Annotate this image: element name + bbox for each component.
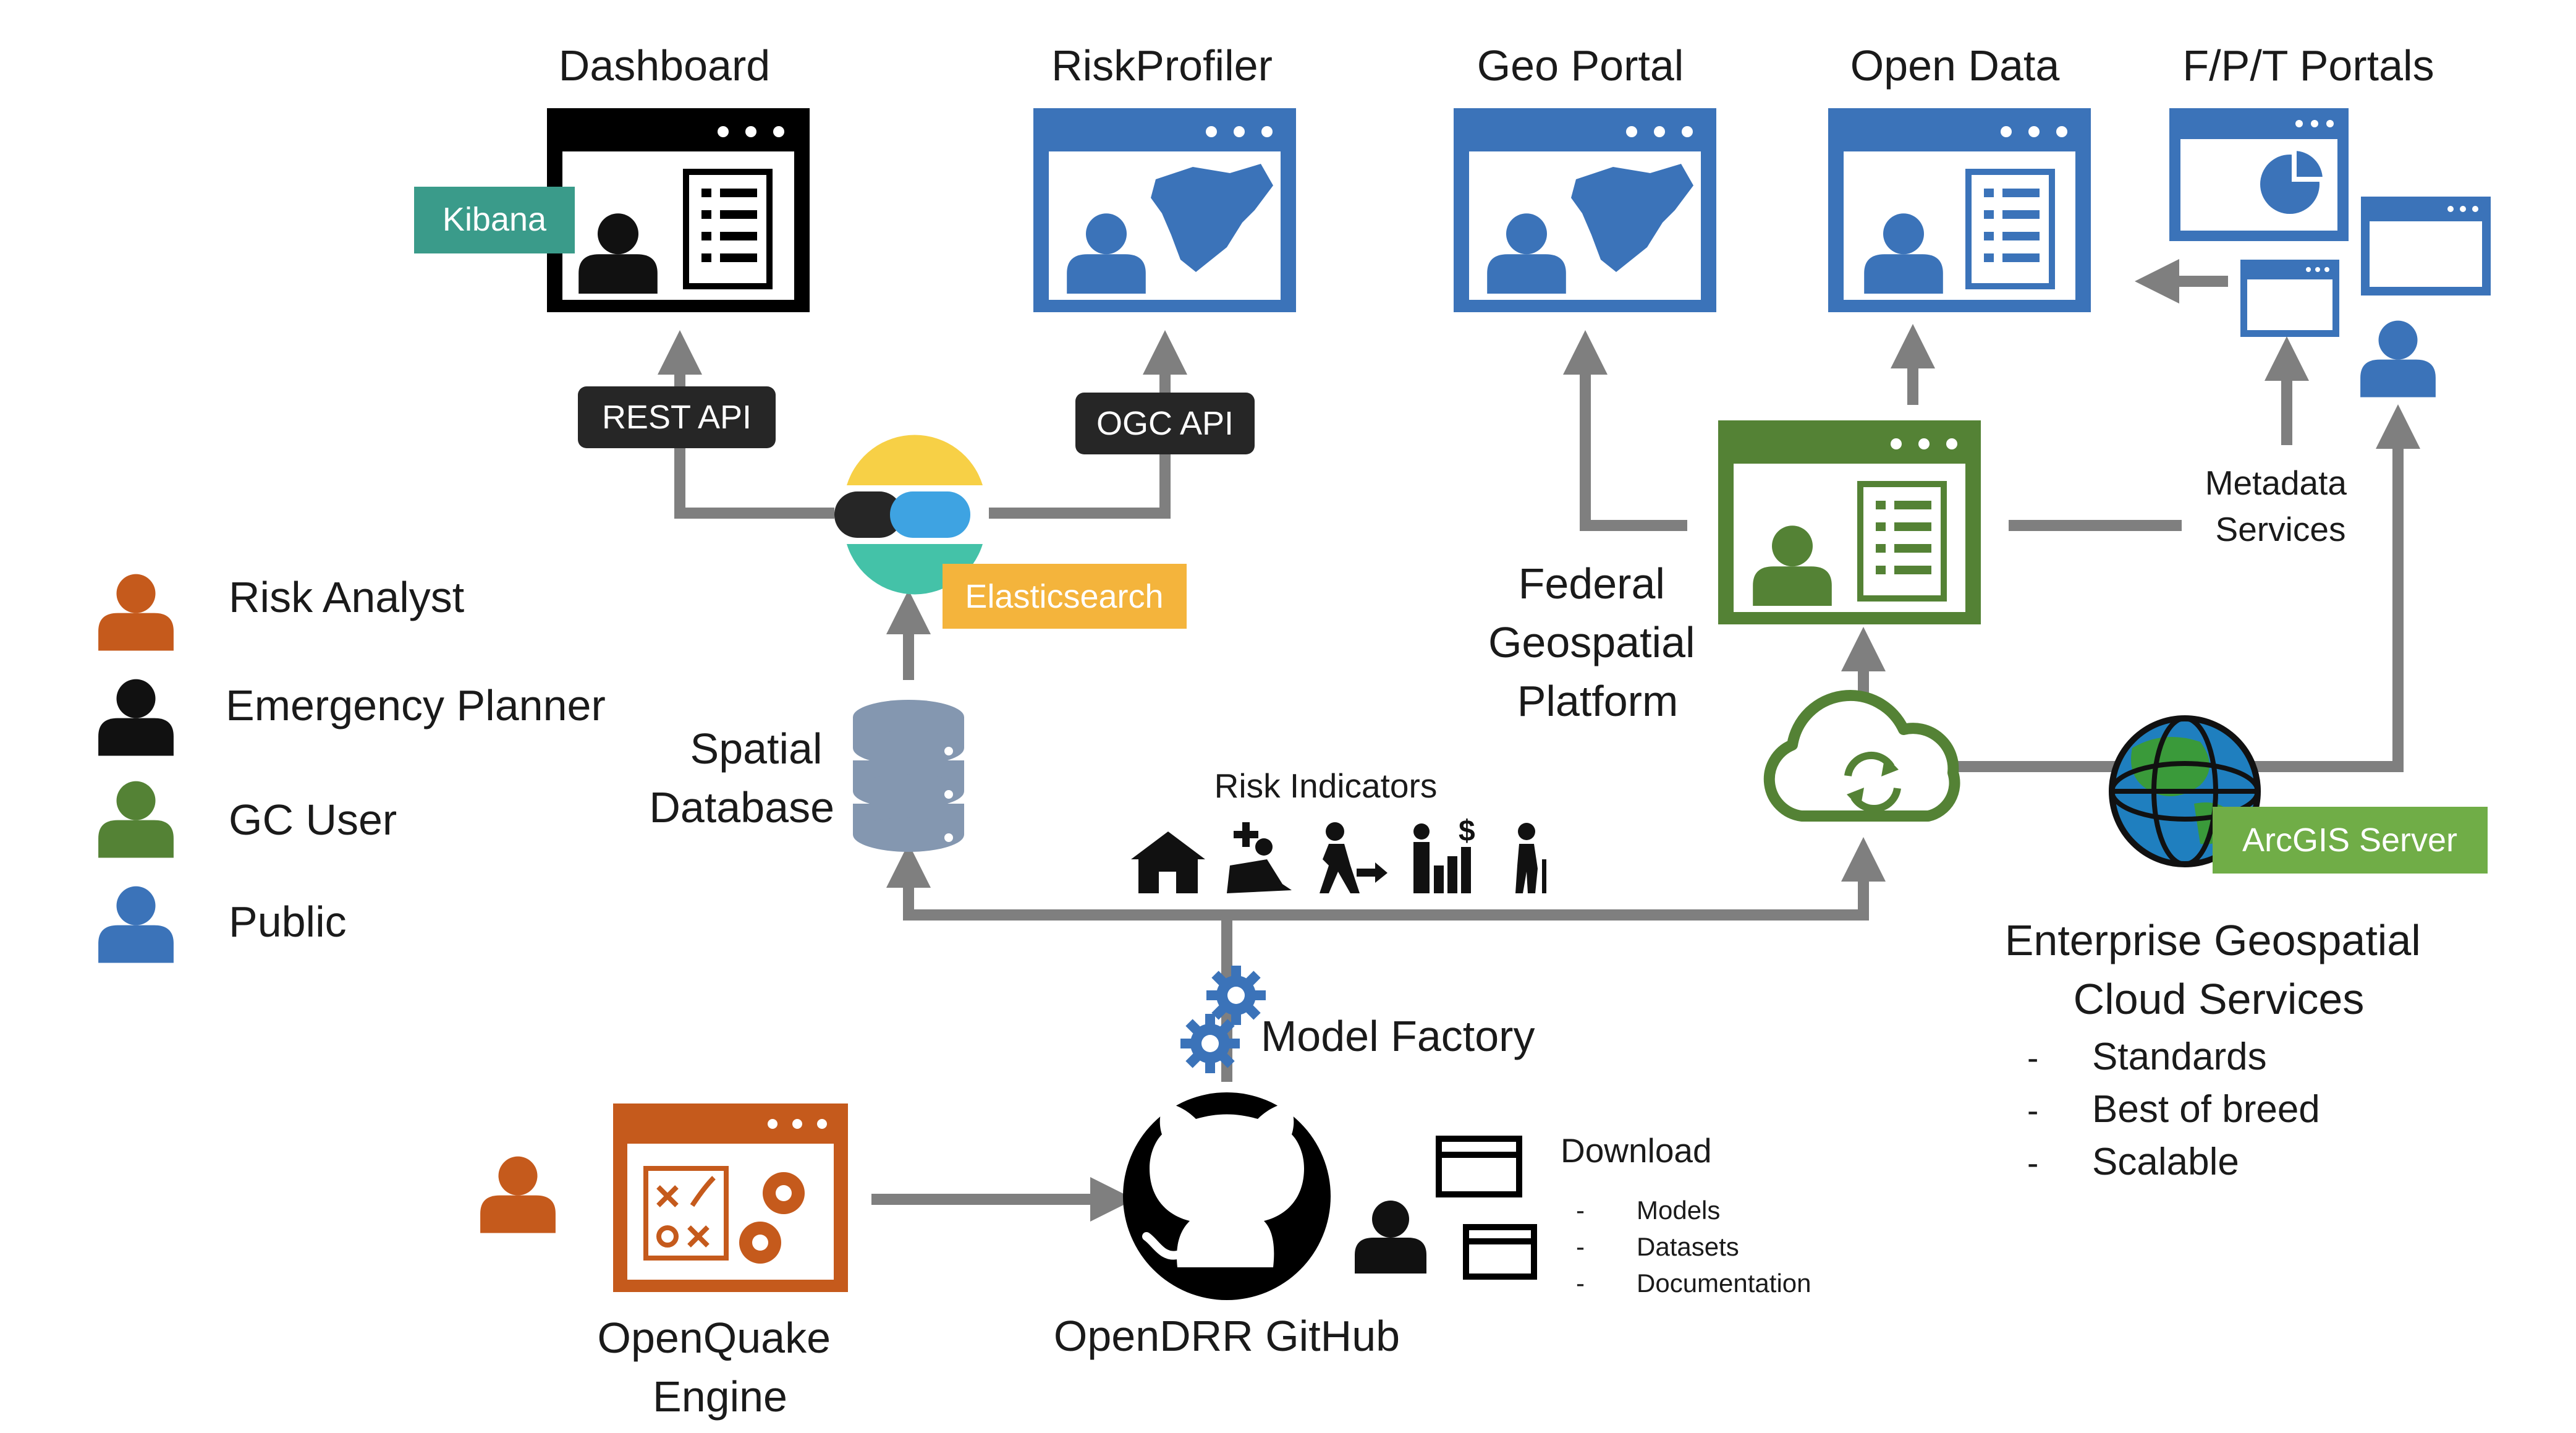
svg-text:-: - [1576,1232,1585,1261]
risk-analyst-icon [480,1156,556,1233]
ogc-api-tag: OGC API [1075,393,1255,454]
openquake-engine-label: OpenQuake Engine [598,1314,843,1421]
risk-indicators-label: Risk Indicators [1214,767,1438,805]
list-icon [1984,189,2040,262]
riskprofiler-title: RiskProfiler [1051,41,1273,90]
evacuation-icon [1320,822,1388,893]
rest-api-tag: REST API [578,386,776,448]
download-title: Download [1561,1131,1712,1170]
metadata-services-label: Metadata Services [2205,464,2357,548]
geoportal-title: Geo Portal [1477,41,1684,90]
kibana-tag: Kibana [414,187,575,253]
dashboard-title: Dashboard [559,41,770,90]
pie-chart-icon [2260,145,2328,214]
federal-geospatial-platform-label: Federal Geospatial Platform [1488,559,1707,725]
download-item: Datasets [1637,1232,1739,1261]
svg-text:Elasticsearch: Elasticsearch [965,578,1163,615]
house-icon [1131,831,1205,893]
svg-text:GC User: GC User [229,796,397,844]
openquake-engine-window[interactable] [613,1103,848,1292]
enterprise-item: Standards [2092,1035,2267,1078]
fpt-title: F/P/T Portals [2182,41,2434,90]
elderly-icon [1515,823,1546,893]
svg-text:-: - [2027,1144,2038,1182]
gear-icon [1206,966,1266,1025]
list-icon [701,189,757,262]
svg-text:ArcGIS Server: ArcGIS Server [2242,822,2457,859]
spatial-database-label: Spatial Database [649,725,834,831]
download-item: Models [1637,1196,1720,1225]
elasticsearch-tag: Elasticsearch [943,564,1187,629]
arrow-to-spatial-db [886,843,1227,921]
svg-text:Risk Analyst: Risk Analyst [229,573,464,621]
economic-icon: $ [1413,815,1475,893]
download-item: Documentation [1637,1269,1811,1298]
legend: Risk Analyst Emergency Planner GC User P… [98,573,606,963]
gear-icon [739,1172,805,1264]
svg-text:Public: Public [229,898,347,946]
riskprofiler-window[interactable] [1033,108,1296,312]
opendrr-github-label: OpenDRR GitHub [1054,1312,1400,1360]
download-windows [1436,1136,1537,1280]
north-america-map-icon [1151,164,1273,272]
fpt-windows[interactable] [2169,108,2491,398]
dashboard-window[interactable] [547,108,810,312]
model-factory-label: Model Factory [1261,1012,1535,1060]
arrow-to-cloud [1227,837,1886,921]
list-icon [1876,501,1931,574]
svg-text:$: $ [1459,815,1475,848]
download-list: - Models - Datasets - Documentation [1576,1196,1811,1298]
svg-text:Kibana: Kibana [443,201,547,238]
arcgis-server-tag: ArcGIS Server [2213,807,2488,874]
federal-geospatial-platform-window[interactable] [1718,420,1981,624]
enterprise-list: - Standards - Best of breed - Scalable [2027,1035,2320,1183]
arrow-arcgis-to-public [2250,404,2420,772]
cloud-sync-icon [1763,690,1960,822]
opendata-window[interactable] [1828,108,2091,312]
svg-text:-: - [2027,1039,2038,1077]
svg-text:-: - [1576,1269,1585,1298]
github-logo-icon[interactable] [1123,1092,1331,1300]
emergency-planner-icon [98,679,174,756]
arrow-to-geoportal [1563,330,1687,531]
gear-icon [1180,1014,1240,1073]
geoportal-window[interactable] [1454,108,1716,312]
public-user-icon [2360,320,2436,398]
emergency-planner-icon [1355,1201,1426,1274]
medical-icon [1227,822,1292,893]
north-america-map-icon [1571,164,1693,272]
enterprise-item: Scalable [2092,1141,2239,1183]
risk-indicator-icons: $ [1131,815,1546,893]
elasticsearch-logo-icon [834,435,983,595]
public-icon [98,886,174,963]
svg-text:OGC API: OGC API [1096,405,1234,442]
gc-user-icon [98,781,174,858]
database-icon [853,700,964,852]
risk-analyst-icon [98,574,174,651]
opendata-title: Open Data [1850,41,2060,90]
enterprise-title: Enterprise Geospatial Cloud Services [2005,916,2433,1023]
blueprint-icon [643,1166,729,1261]
enterprise-item: Best of breed [2092,1088,2320,1131]
svg-text:Emergency Planner: Emergency Planner [226,681,606,729]
svg-text:-: - [2027,1091,2038,1129]
svg-text:-: - [1576,1196,1585,1225]
svg-text:REST API: REST API [602,399,752,436]
